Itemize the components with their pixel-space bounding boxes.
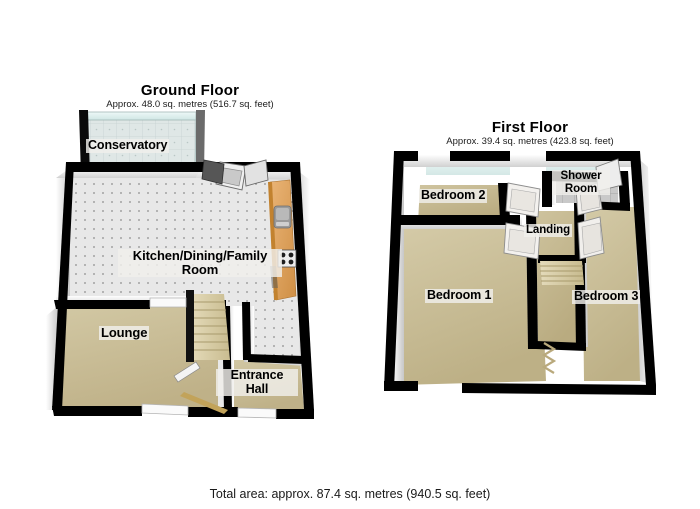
staircase-ground	[173, 290, 230, 414]
ground-floor-subtitle: Approx. 48.0 sq. metres (516.7 sq. feet)	[106, 99, 274, 110]
room-label-entrance-hall: Entrance Hall	[216, 368, 298, 396]
room-label-shower-room: Shower Room	[552, 170, 610, 195]
room-label-bedroom-1: Bedroom 1	[425, 288, 494, 303]
staircase-first	[540, 261, 584, 374]
room-label-lounge: Lounge	[99, 325, 150, 340]
ground-floor-doors	[201, 159, 269, 191]
first-floor-subtitle: Approx. 39.4 sq. metres (423.8 sq. feet)	[446, 136, 614, 147]
first-floor-title: First Floor	[491, 119, 569, 136]
room-label-conservatory: Conservatory	[86, 138, 170, 153]
ground-floor-title: Ground Floor	[140, 82, 240, 99]
first-floor-plan	[370, 145, 670, 410]
room-label-bedroom-3: Bedroom 3	[572, 289, 641, 304]
room-label-kitchen: Kitchen/Dining/Family Room	[118, 249, 282, 277]
room-bedroom1-floor	[400, 229, 546, 385]
room-label-bedroom-2: Bedroom 2	[419, 188, 488, 203]
ground-floor-openings	[141, 297, 277, 419]
room-label-landing: Landing	[524, 224, 573, 237]
total-area-text: Total area: approx. 87.4 sq. metres (940…	[209, 487, 491, 501]
